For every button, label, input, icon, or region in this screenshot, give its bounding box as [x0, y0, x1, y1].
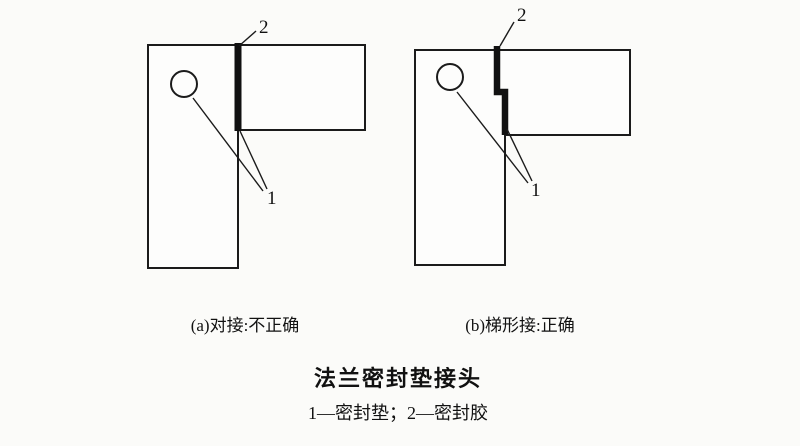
figure-a-bolt-hole: [170, 70, 198, 98]
figure-a-label-1-leader-line-seal: [239, 130, 268, 190]
figure-a-label-1: 1: [267, 188, 277, 209]
figure-b-label-1: 1: [531, 180, 541, 201]
figure-a-caption: (a)对接:不正确: [191, 316, 300, 335]
figure-b-label-1-leader-line-seal: [506, 128, 533, 182]
figure-b-label-1-leader-line-hole: [456, 91, 529, 184]
diagram-title: 法兰密封垫接头: [314, 366, 482, 391]
figure-a: 2 1 (a)对接:不正确: [147, 17, 366, 335]
figure-b-label-2: 2: [517, 5, 527, 26]
figure-a-label-2-leader-line: [238, 30, 257, 47]
figure-b-horizontal-flange: [496, 49, 631, 136]
figure-a-horizontal-flange: [237, 44, 366, 131]
diagram-legend: 1—密封垫；2—密封胶: [308, 403, 488, 423]
figure-b-caption: (b)梯形接:正确: [465, 316, 575, 335]
figure-b-bolt-hole: [436, 63, 464, 91]
figure-b-gasket-seal: [493, 46, 509, 135]
figure-b-label-2-leader-line: [499, 21, 515, 47]
figure-a-label-2: 2: [259, 17, 269, 38]
figure-b: 2 1 (b)梯形接:正确: [414, 5, 631, 335]
figure-a-label-1-leader-line-hole: [192, 97, 264, 192]
